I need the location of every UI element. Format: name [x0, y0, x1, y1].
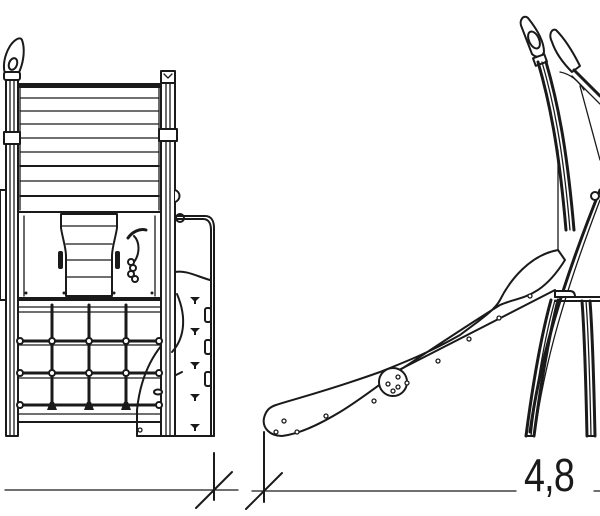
- rear-curved-post: [519, 15, 576, 251]
- left-post-finial: [2, 37, 25, 81]
- platform: [554, 290, 600, 302]
- ladder-panel: [17, 211, 162, 301]
- climbing-net: [16, 303, 163, 423]
- side-elevation-view: [262, 15, 600, 438]
- roof-slats: [18, 83, 161, 211]
- dimension-label: 4,8: [524, 449, 575, 501]
- slide: [262, 249, 566, 437]
- dimension-line: [4, 431, 600, 510]
- lower-legs: [524, 298, 597, 438]
- front-curved-post: [549, 28, 600, 161]
- front-elevation-view: [0, 37, 215, 437]
- right-post: [158, 70, 185, 437]
- climbing-wall: [136, 215, 215, 437]
